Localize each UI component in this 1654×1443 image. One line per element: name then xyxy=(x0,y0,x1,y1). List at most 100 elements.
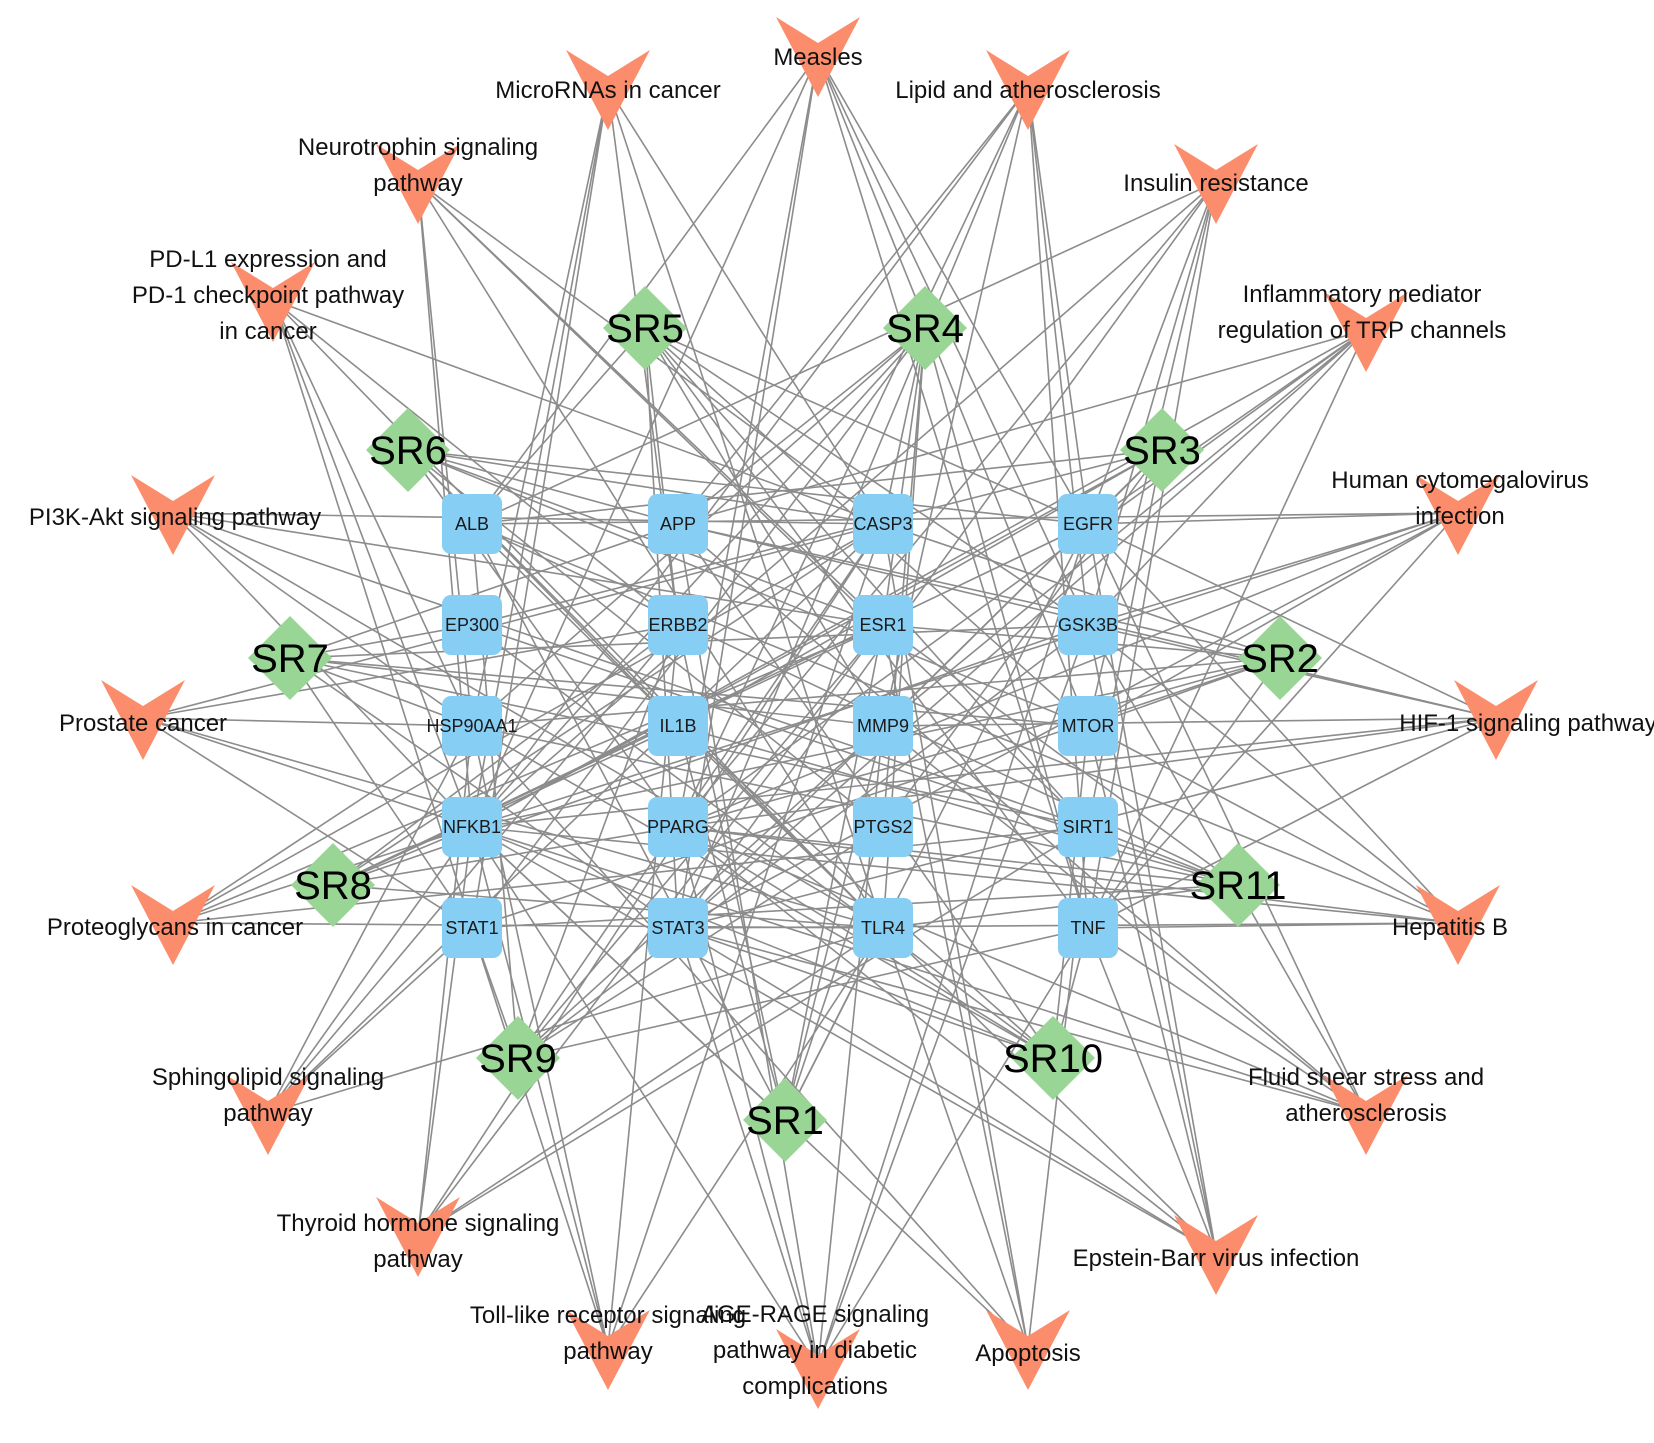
pathway-node-microrna[interactable]: MicroRNAs in cancer xyxy=(495,50,721,130)
compound-label: SR11 xyxy=(1189,864,1286,908)
pathway-arrow-shape xyxy=(1324,1075,1408,1155)
target-box-shape xyxy=(853,595,913,655)
target-box-shape xyxy=(442,494,502,554)
compound-node-sr1[interactable]: SR1 xyxy=(743,1078,827,1162)
target-node-casp3[interactable]: CASP3 xyxy=(853,494,913,554)
target-node-stat3[interactable]: STAT3 xyxy=(648,898,708,958)
compound-node-sr2[interactable]: SR2 xyxy=(1238,616,1322,700)
edge-pathway-target xyxy=(471,826,819,1368)
compound-node-sr9[interactable]: SR9 xyxy=(476,1016,560,1100)
edge-compound-target xyxy=(1052,725,1089,1059)
edge-pathway-target xyxy=(471,329,1367,828)
target-box-shape xyxy=(442,696,502,756)
compound-node-sr6[interactable]: SR6 xyxy=(366,408,450,492)
pathway-node-prostate[interactable]: Prostate cancer xyxy=(59,680,227,760)
edge-pathway-target xyxy=(267,927,884,1114)
pathway-node-hepb[interactable]: Hepatitis B xyxy=(1392,885,1508,965)
target-node-tnf[interactable]: TNF xyxy=(1058,898,1118,958)
target-node-erbb2[interactable]: ERBB2 xyxy=(648,595,708,655)
edge-pathway-target xyxy=(607,87,884,525)
edge-pathway-target xyxy=(1087,927,1217,1254)
target-node-sirt1[interactable]: SIRT1 xyxy=(1058,797,1118,857)
target-node-gsk3b[interactable]: GSK3B xyxy=(1058,595,1118,655)
edge-pathway-target xyxy=(471,54,819,828)
compound-label: SR1 xyxy=(746,1099,824,1143)
target-node-mmp9[interactable]: MMP9 xyxy=(853,696,913,756)
compound-node-sr8[interactable]: SR8 xyxy=(291,843,375,927)
compound-node-sr5[interactable]: SR5 xyxy=(603,286,687,370)
target-node-alb[interactable]: ALB xyxy=(442,494,502,554)
compound-node-sr11[interactable]: SR11 xyxy=(1189,843,1287,927)
target-label: STAT3 xyxy=(651,918,704,938)
edge-pathway-target xyxy=(882,927,1029,1349)
target-node-ptgs2[interactable]: PTGS2 xyxy=(853,797,913,857)
compound-diamond-shape xyxy=(1238,616,1322,700)
edge-compound-target xyxy=(517,927,1089,1059)
pathway-node-pi3k[interactable]: PI3K-Akt signaling pathway xyxy=(29,475,321,555)
edge-compound-target xyxy=(471,523,786,1121)
edge-pathway-target xyxy=(882,725,1367,1114)
edge-compound-target xyxy=(517,725,884,1059)
pathway-arrow-shape xyxy=(1324,292,1408,372)
edge-pathway-target xyxy=(607,523,884,1349)
pathway-arrow-shape xyxy=(566,1310,650,1390)
pathway-label-line: HIF-1 signaling pathway xyxy=(1399,710,1654,737)
target-node-il1b[interactable]: IL1B xyxy=(648,696,708,756)
compound-diamond-shape xyxy=(291,843,375,927)
edge-pathway-target xyxy=(272,299,473,929)
compound-node-sr4[interactable]: SR4 xyxy=(883,286,967,370)
pathway-label-line: MicroRNAs in cancer xyxy=(495,77,720,104)
compound-node-sr10[interactable]: SR10 xyxy=(1003,1016,1103,1100)
target-node-tlr4[interactable]: TLR4 xyxy=(853,898,913,958)
edge-compound-target xyxy=(289,657,884,727)
compound-label: SR10 xyxy=(1003,1037,1103,1081)
pathway-label-line: pathway xyxy=(563,1338,652,1365)
edge-pathway-target xyxy=(1087,512,1459,525)
edge-pathway-target xyxy=(1027,87,1089,525)
edge-pathway-target xyxy=(471,826,1029,1349)
target-node-pparg[interactable]: PPARG xyxy=(647,797,709,857)
pathway-node-proteoglycans[interactable]: Proteoglycans in cancer xyxy=(47,885,303,965)
target-node-app[interactable]: APP xyxy=(648,494,708,554)
compound-diamond-shape xyxy=(1196,843,1280,927)
pathway-node-ebv[interactable]: Epstein-Barr virus infection xyxy=(1073,1215,1360,1295)
edge-pathway-target xyxy=(417,181,884,929)
pathway-node-measles[interactable]: Measles xyxy=(773,17,863,97)
target-node-stat1[interactable]: STAT1 xyxy=(442,898,502,958)
target-node-egfr[interactable]: EGFR xyxy=(1058,494,1118,554)
edge-pathway-target xyxy=(677,826,1367,1114)
edge-pathway-target xyxy=(677,181,1217,929)
edge-pathway-target xyxy=(267,523,884,1114)
target-box-shape xyxy=(648,696,708,756)
compound-node-sr3[interactable]: SR3 xyxy=(1120,408,1204,492)
compound-node-sr7[interactable]: SR7 xyxy=(248,616,332,700)
edge-compound-target xyxy=(517,624,1089,1059)
pathway-node-apoptosis[interactable]: Apoptosis xyxy=(975,1310,1081,1390)
compound-diamond-shape xyxy=(883,286,967,370)
edge-pathway-target xyxy=(1087,927,1367,1114)
compound-label: SR2 xyxy=(1241,637,1319,681)
edge-pathway-target xyxy=(172,523,884,924)
pathway-node-lipid[interactable]: Lipid and atherosclerosis xyxy=(895,50,1161,130)
pathway-node-hif1[interactable]: HIF-1 signaling pathway xyxy=(1399,680,1654,760)
target-node-ep300[interactable]: EP300 xyxy=(442,595,502,655)
target-box-shape xyxy=(648,797,708,857)
target-node-esr1[interactable]: ESR1 xyxy=(853,595,913,655)
pathway-node-insulin[interactable]: Insulin resistance xyxy=(1123,144,1309,224)
target-node-hsp90aa1[interactable]: HSP90AA1 xyxy=(426,696,518,756)
target-node-mtor[interactable]: MTOR xyxy=(1058,696,1118,756)
target-node-nfkb1[interactable]: NFKB1 xyxy=(442,797,502,857)
pathway-arrow-shape xyxy=(986,1310,1070,1390)
target-label: GSK3B xyxy=(1058,615,1118,635)
